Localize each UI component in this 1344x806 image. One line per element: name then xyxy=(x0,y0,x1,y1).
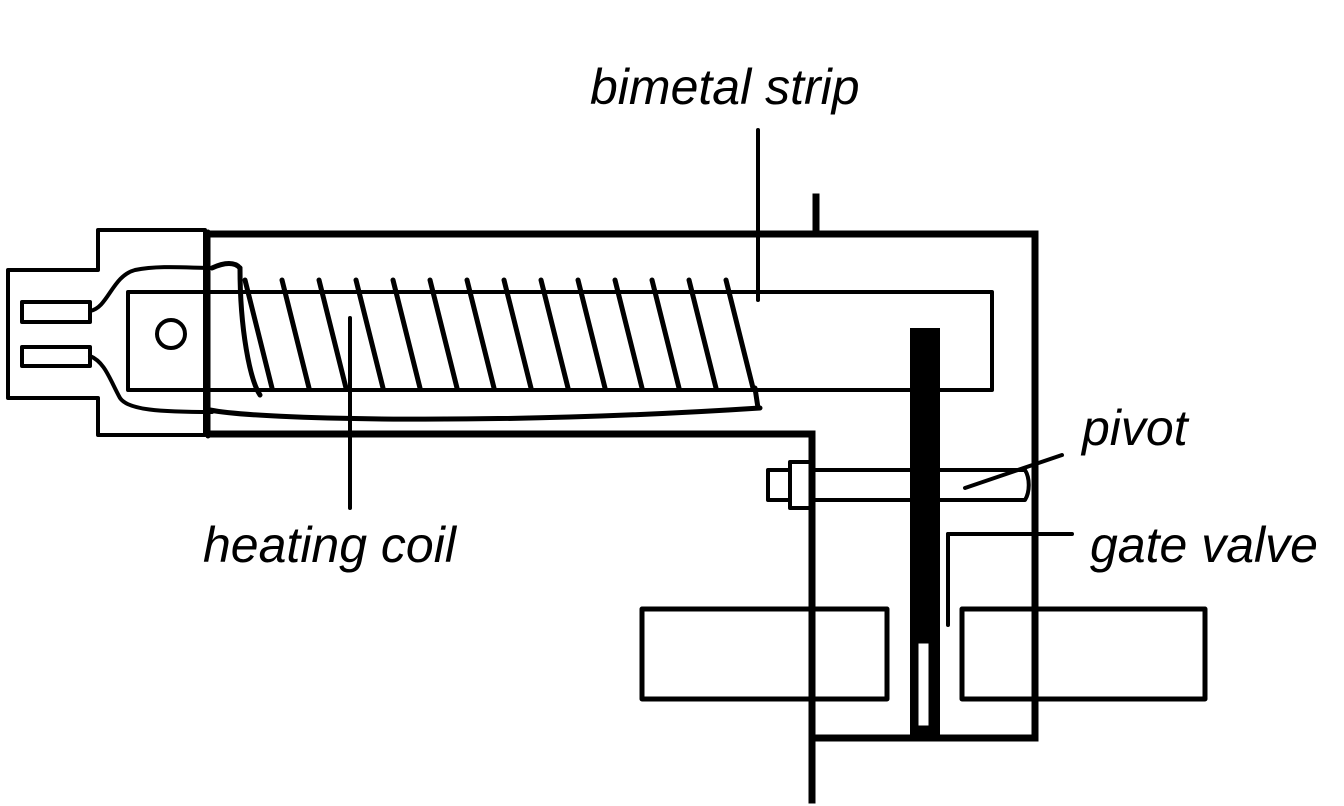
label-heating-coil: heating coil xyxy=(203,517,458,573)
pipe-flanges xyxy=(639,606,1208,702)
terminal-connector xyxy=(6,228,214,437)
housing xyxy=(205,193,1039,804)
pivot xyxy=(766,460,1031,510)
leader-lines xyxy=(348,128,1074,627)
label-bimetal-strip: bimetal strip xyxy=(590,59,860,115)
label-pivot: pivot xyxy=(1080,400,1190,456)
gate-valve xyxy=(910,328,940,738)
label-gate-valve: gate valve xyxy=(1090,517,1318,573)
bimetal-strip xyxy=(126,290,994,392)
heating-coil xyxy=(207,261,763,422)
